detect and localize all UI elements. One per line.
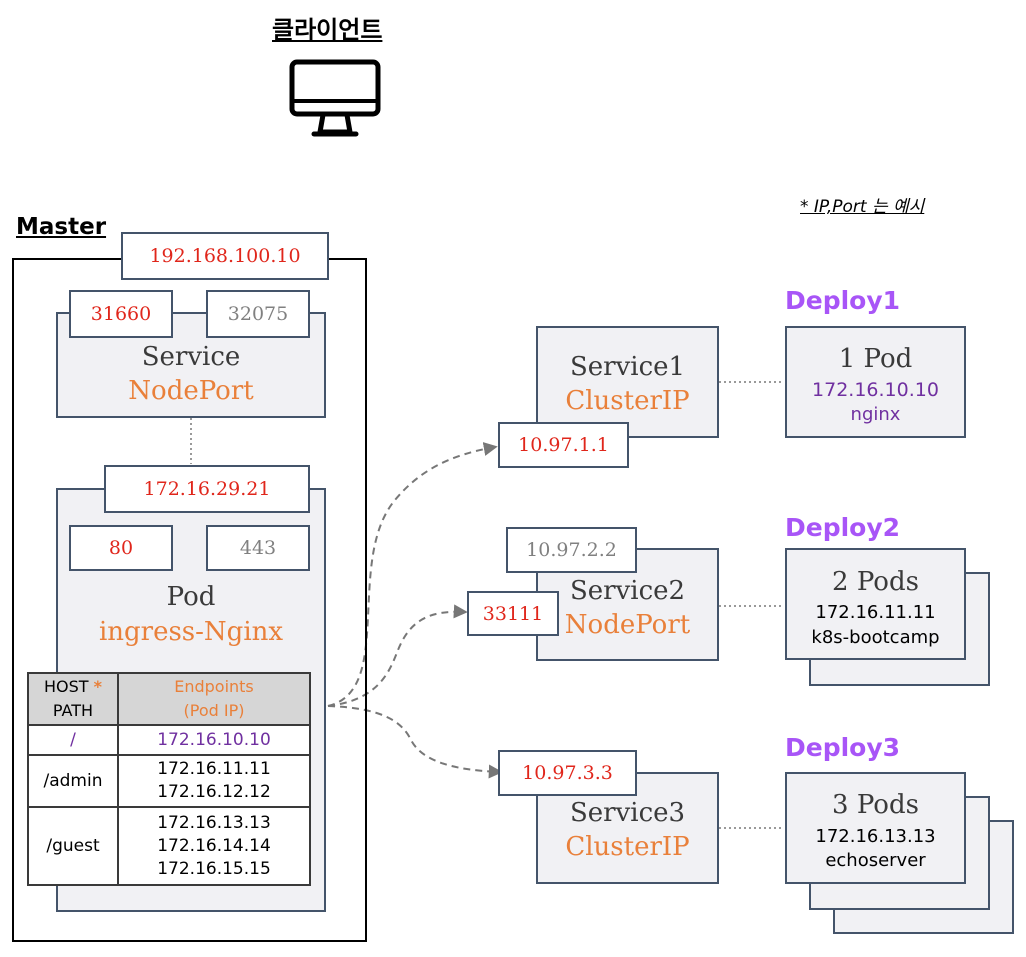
deploy3-ip: 172.16.13.13 (815, 826, 936, 847)
master-title: Master (16, 214, 107, 240)
deploy3-pod-box (785, 772, 966, 884)
deploy3-app: echoserver (825, 850, 926, 871)
pod-ip-tag: 172.16.29.21 (104, 465, 310, 513)
deploy1-pods: 1 Pod (838, 344, 913, 374)
host-star: * (93, 677, 103, 696)
service3-type: ClusterIP (565, 832, 690, 862)
deploy2-pod-box (785, 548, 966, 660)
service2-type: NodePort (564, 610, 691, 640)
deploy2-app: k8s-bootcamp (811, 627, 940, 648)
endpoints-cell: 172.16.10.10 (117, 724, 311, 756)
deploy1-label: Deploy1 (785, 286, 901, 315)
deploy2-ip: 172.16.11.11 (815, 602, 936, 623)
deploy1-pod-box (785, 326, 966, 438)
table-header-row: HOST * PATH Endpoints (Pod IP) (27, 672, 311, 726)
arrow-to-service1 (327, 442, 498, 707)
table-header-endpoints: Endpoints (Pod IP) (117, 672, 311, 726)
master-service-name: Service (141, 342, 241, 372)
deploy2-label: Deploy2 (785, 513, 901, 542)
pod-type: ingress-Nginx (98, 617, 284, 647)
master-ip-tag: 192.168.100.10 (121, 232, 329, 280)
service-port-31660: 31660 (69, 290, 173, 338)
service1-type: ClusterIP (565, 386, 690, 416)
service2-ip-tag: 10.97.2.2 (506, 527, 637, 573)
deploy1-app: nginx (850, 404, 901, 425)
service2-name: Service2 (569, 576, 686, 606)
path-cell: /guest (27, 806, 119, 886)
service3-name: Service3 (569, 798, 686, 828)
endpoints-cell: 172.16.11.11 172.16.12.12 (117, 754, 311, 808)
arrow-to-service2 (327, 604, 468, 707)
deploy1-ip: 172.16.10.10 (812, 379, 939, 401)
client-title: 클라이언트 (272, 16, 383, 44)
pod-port-80: 80 (69, 525, 173, 571)
service1-ip-tag: 10.97.1.1 (498, 422, 629, 468)
service1-name: Service1 (569, 352, 686, 382)
endpoints-cell: 172.16.13.13 172.16.14.14 172.16.15.15 (117, 806, 311, 886)
pod-name: Pod (166, 582, 216, 612)
service-port-32075: 32075 (206, 290, 310, 338)
master-service-type: NodePort (128, 376, 254, 406)
deploy3-pods: 3 Pods (832, 790, 919, 820)
deploy2-pods: 2 Pods (832, 567, 919, 597)
table-header-host-path: HOST * PATH (27, 672, 119, 726)
arrow-to-service3 (327, 705, 503, 779)
service3-ip-tag: 10.97.3.3 (498, 750, 637, 796)
table-row: / 172.16.10.10 (27, 724, 311, 756)
deploy3-label: Deploy3 (785, 733, 901, 762)
pod-port-443: 443 (206, 525, 310, 571)
monitor-icon (288, 58, 382, 140)
example-note: * IP,Port 는 예시 (800, 197, 925, 217)
ingress-rules-table: HOST * PATH Endpoints (Pod IP) / 172.16.… (27, 672, 311, 886)
table-row: /guest 172.16.13.13 172.16.14.14 172.16.… (27, 806, 311, 886)
path-cell: /admin (27, 754, 119, 808)
path-cell: / (27, 724, 119, 756)
service2-port-tag: 33111 (467, 591, 559, 636)
table-row: /admin 172.16.11.11 172.16.12.12 (27, 754, 311, 808)
